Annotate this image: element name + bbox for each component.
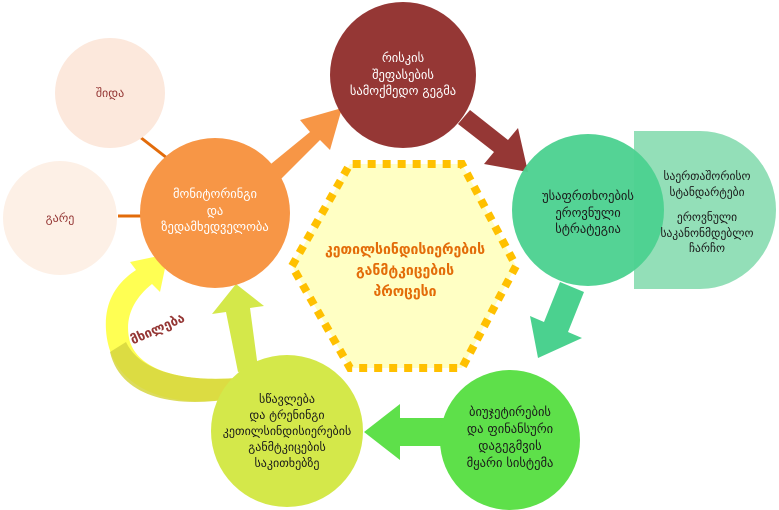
risk-label: რისკის შეფასების სამოქმედო გეგმა: [330, 40, 476, 110]
arrow-strategy-to-budget: [530, 282, 584, 358]
text-line: განმტკიცების: [248, 440, 326, 455]
monitoring-label: მონიტორინგი და ზედამხედველობა: [140, 178, 290, 244]
text-line: უსაფრთხოების: [542, 187, 634, 203]
risk-circle: [330, 2, 476, 148]
text-line: ბიუჯეტირების: [469, 404, 551, 420]
internal-label: შიდა: [60, 80, 160, 106]
budget-label: ბიუჯეტირების და ფინანსური დაგეგმვის მყარ…: [445, 395, 575, 481]
strategy-label: უსაფრთხოების ეროვნული სტრატეგია: [512, 180, 664, 246]
text-line: სტანდარტები: [669, 184, 745, 199]
text-line: სწავლება: [259, 391, 315, 406]
text-line: კეთილსინდისიერების: [222, 423, 352, 438]
training-circle: [211, 355, 363, 507]
side-box: [634, 131, 776, 289]
text-line: განმტკიცების: [355, 262, 455, 279]
external-label: გარე: [10, 205, 110, 231]
budget-circle: [440, 370, 580, 510]
text-line: კეთილსინდისიერების: [324, 241, 486, 258]
arrow-monitoring-to-risk: [266, 108, 342, 182]
arrow-budget-to-training: [364, 404, 444, 460]
text-line: საერთაშორისო: [663, 169, 751, 184]
text-line: ჩარჩო: [688, 241, 726, 256]
monitoring-circle: [140, 138, 290, 288]
text-line: საკანონმდებლო: [660, 225, 754, 240]
text-line: რისკის: [381, 49, 425, 65]
text-line: სამოქმედო გეგმა: [349, 83, 457, 99]
strategy-circle: [512, 134, 664, 286]
training-label: სწავლება და ტრენინგი კეთილსინდისიერების …: [207, 385, 367, 477]
internal-circle: [55, 38, 165, 148]
text-line: ეროვნული: [555, 204, 621, 220]
external-circle: [3, 161, 117, 275]
center-title: კეთილსინდისიერების განმტკიცების პროცესი: [300, 232, 510, 310]
text-line: ზედამხედველობა: [161, 219, 269, 235]
internal-text: შიდა: [95, 85, 125, 100]
external-text: გარე: [45, 210, 75, 225]
text-line: მონიტორინგი: [172, 185, 258, 201]
text-line: დაგეგმვის: [478, 438, 542, 453]
text-line: ეროვნული: [676, 210, 738, 225]
text-line: და ფინანსური: [466, 421, 554, 437]
text-line: საკითხებზე: [254, 456, 320, 471]
text-line: მყარი სისტემა: [466, 454, 554, 470]
side-box-label: საერთაშორისო სტანდარტები ეროვნული საკანო…: [640, 158, 774, 268]
center-hexagon: [287, 160, 521, 372]
text-line: სტრატეგია: [555, 221, 621, 237]
arrow-disclosure-shadow: [110, 342, 236, 402]
text-line: შეფასების: [372, 66, 434, 82]
text-line: და: [206, 202, 224, 218]
text-line: და ტრენინგი: [249, 407, 325, 422]
arrow-risk-to-strategy: [458, 110, 528, 172]
connector-internal: [139, 135, 168, 160]
text-line: პროცესი: [373, 283, 437, 300]
arrow-training-to-monitoring: [212, 284, 264, 372]
